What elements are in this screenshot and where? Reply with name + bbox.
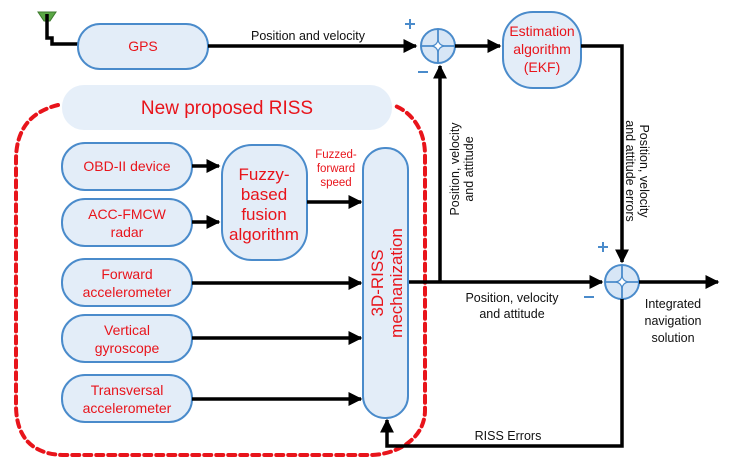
- plus-sign-right: [598, 242, 608, 252]
- ekf-errors-label: Position, velocity and attitude errors: [623, 120, 651, 221]
- svg-text:Estimation: Estimation: [509, 23, 574, 39]
- svg-text:and attitude: and attitude: [462, 136, 476, 201]
- fuzzed-forward-speed-label: Fuzzed- forward speed: [315, 149, 357, 189]
- vertical-gyroscope-block: Vertical gyroscope: [61, 314, 193, 363]
- riss-errors-wire: [380, 299, 624, 448]
- gps-antenna-icon: [37, 11, 78, 46]
- ekf-errors-wire: [581, 44, 629, 264]
- svg-text:speed: speed: [320, 177, 351, 189]
- svg-text:OBD-II device: OBD-II device: [83, 158, 170, 174]
- riss-errors-label: RISS Errors: [475, 429, 542, 443]
- svg-text:algorithm: algorithm: [513, 41, 571, 57]
- svg-text:fusion: fusion: [241, 205, 286, 224]
- riss-output-label: Position, velocity and attitude: [465, 291, 559, 321]
- svg-text:(EKF): (EKF): [524, 59, 561, 75]
- svg-text:ACC-FMCW: ACC-FMCW: [88, 206, 167, 222]
- svg-text:and attitude errors: and attitude errors: [623, 120, 637, 221]
- proposed-riss-boundary: [14, 103, 427, 457]
- svg-text:based: based: [241, 185, 287, 204]
- proposed-riss-title: New proposed RISS: [141, 98, 313, 119]
- svg-text:3D-RISS: 3D-RISS: [368, 249, 387, 316]
- fuzzy-fusion-block: Fuzzy- based fusion algorithm: [221, 144, 308, 261]
- svg-text:gyroscope: gyroscope: [95, 340, 160, 356]
- svg-text:solution: solution: [651, 331, 694, 345]
- svg-text:navigation: navigation: [645, 314, 702, 328]
- acc-fmcw-radar-block: ACC-FMCW radar: [61, 198, 193, 247]
- transversal-accelerometer-block: Transversal accelerometer: [61, 374, 193, 423]
- integrated-output-label: Integrated navigation solution: [645, 297, 702, 345]
- svg-text:radar: radar: [111, 224, 144, 240]
- riss-mechanization-block: 3D-RISS mechanization: [362, 147, 409, 419]
- plus-sign-top: [405, 19, 415, 29]
- svg-text:Position, velocity: Position, velocity: [465, 291, 559, 305]
- summing-junction-right: [604, 264, 640, 300]
- svg-text:and attitude: and attitude: [479, 307, 544, 321]
- obd-ii-block: OBD-II device: [61, 142, 193, 191]
- svg-text:Vertical: Vertical: [104, 322, 150, 338]
- gps-output-label: Position and velocity: [251, 29, 366, 43]
- svg-text:accelerometer: accelerometer: [83, 400, 172, 416]
- summing-junction-top: [420, 28, 456, 64]
- forward-accelerometer-block: Forward accelerometer: [61, 258, 193, 307]
- svg-text:Fuzzed-: Fuzzed-: [315, 149, 357, 161]
- ekf-block: Estimation algorithm (EKF): [502, 11, 582, 89]
- svg-text:mechanization: mechanization: [387, 228, 406, 338]
- svg-text:algorithm: algorithm: [229, 225, 299, 244]
- svg-text:GPS: GPS: [128, 38, 158, 54]
- svg-text:Integrated: Integrated: [645, 297, 701, 311]
- svg-text:Fuzzy-: Fuzzy-: [239, 165, 290, 184]
- svg-text:Position, velocity: Position, velocity: [448, 122, 462, 216]
- svg-text:Position, velocity: Position, velocity: [637, 124, 651, 218]
- riss-up-label: Position, velocity and attitude: [448, 122, 476, 216]
- svg-text:forward: forward: [317, 163, 355, 175]
- gps-block: GPS: [77, 23, 209, 70]
- proposed-riss-banner: [62, 85, 392, 130]
- svg-text:Transversal: Transversal: [91, 382, 164, 398]
- svg-text:Forward: Forward: [101, 266, 152, 282]
- svg-text:accelerometer: accelerometer: [83, 284, 172, 300]
